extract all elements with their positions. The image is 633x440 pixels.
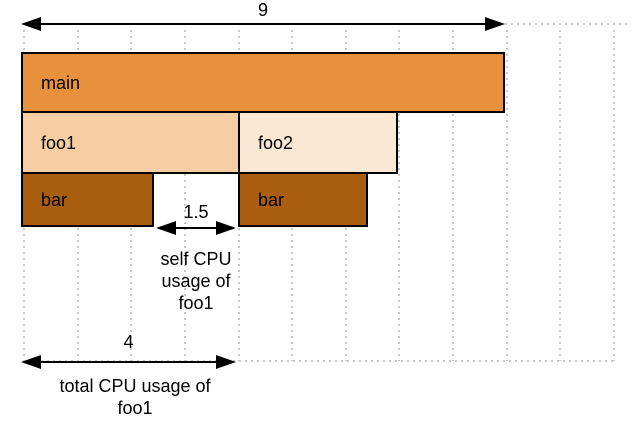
self-usage-value: 1.5: [183, 202, 209, 222]
top-dotted-line: [505, 23, 630, 25]
frame-foo1: foo1: [21, 111, 240, 174]
frame-foo2: foo2: [238, 111, 398, 174]
grid-line: [398, 30, 400, 361]
frame-bar-left: bar: [21, 172, 154, 227]
total-width-arrow: [21, 17, 505, 31]
arrowhead-left-icon: [21, 355, 41, 369]
arrow-shaft: [159, 227, 233, 229]
frame-foo2-label: foo2: [258, 132, 294, 153]
arrow-shaft: [24, 361, 233, 363]
grid-line: [184, 30, 186, 361]
frame-bar-right: bar: [238, 172, 368, 227]
frame-main: main: [21, 52, 505, 113]
grid-line: [506, 30, 508, 361]
grid-line: [613, 30, 615, 361]
arrowhead-right-icon: [216, 221, 236, 235]
total-usage-caption: total CPU usage of foo1: [59, 376, 211, 418]
arrowhead-right-icon: [216, 355, 236, 369]
frame-foo1-label: foo1: [41, 132, 77, 153]
self-usage-caption: self CPU usage of foo1: [160, 249, 232, 313]
arrow-shaft: [24, 23, 502, 25]
frame-main-label: main: [41, 72, 81, 93]
grid-line: [452, 30, 454, 361]
bottom-dotted-line: [23, 360, 613, 362]
self-usage-arrow: [156, 221, 236, 235]
grid-line: [559, 30, 561, 361]
frame-bar-right-label: bar: [258, 189, 285, 210]
arrowhead-left-icon: [156, 221, 176, 235]
arrowhead-left-icon: [21, 17, 41, 31]
total-usage-arrow: [21, 355, 236, 369]
arrowhead-right-icon: [485, 17, 505, 31]
total-width-value: 9: [257, 0, 268, 20]
total-usage-value: 4: [123, 332, 134, 352]
frame-bar-left-label: bar: [41, 189, 68, 210]
